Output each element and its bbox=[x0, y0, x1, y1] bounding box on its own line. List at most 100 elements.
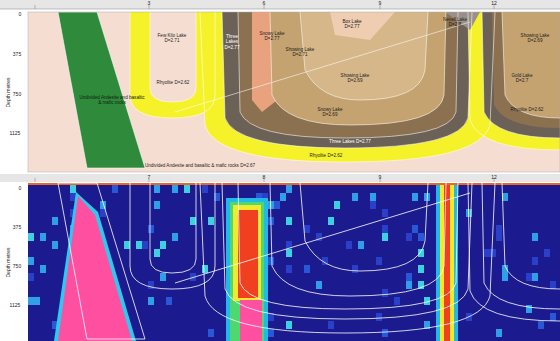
heat-cell bbox=[418, 233, 424, 241]
unit-label: Snowy Lake D=2.77 bbox=[257, 31, 287, 42]
unit-label: Three Lakes D=2.77 bbox=[329, 139, 371, 144]
rock-unit: Undivided Andesite and basaltic & mafic … bbox=[145, 163, 255, 168]
rock-unit: Gold Lake D=2.7 bbox=[505, 73, 539, 84]
rock-unit: Snowy Lake D=2.77 bbox=[257, 31, 287, 42]
heat-cell bbox=[148, 297, 154, 305]
heat-cell bbox=[412, 225, 418, 233]
heat-cell bbox=[148, 297, 154, 305]
axis-title: Depth metres bbox=[6, 77, 11, 107]
heat-cell bbox=[490, 249, 496, 257]
heat-cell bbox=[28, 233, 34, 241]
heat-cell bbox=[484, 249, 490, 257]
heat-cell bbox=[28, 297, 34, 305]
axis-tick: 9 bbox=[379, 175, 382, 180]
heat-cell bbox=[328, 217, 334, 225]
unit-label: Rhyolite D=2.62 bbox=[511, 107, 544, 112]
unit-label: Three Lakes D=2.77 bbox=[220, 34, 244, 50]
unit-label: Snowy Lake D=2.69 bbox=[310, 107, 350, 118]
rock-unit: Snowy Lake D=2.69 bbox=[310, 107, 350, 118]
unit-label: Undivided Andesite and basaltic & mafic … bbox=[79, 95, 145, 106]
heat-cell bbox=[190, 217, 196, 225]
heat-cell bbox=[346, 241, 352, 249]
heat-cell bbox=[424, 297, 430, 305]
heat-cell bbox=[526, 273, 532, 281]
heat-cell bbox=[154, 201, 160, 209]
heat-cell bbox=[376, 257, 382, 265]
heat-cell bbox=[406, 233, 412, 241]
axis-tick: 12 bbox=[491, 1, 497, 6]
heat-cell bbox=[184, 185, 190, 193]
heat-cell bbox=[550, 281, 556, 289]
heat-cell bbox=[352, 193, 358, 201]
heat-cell bbox=[154, 249, 160, 257]
heat-cell bbox=[370, 193, 376, 201]
unit-label: Gold Lake D=2.7 bbox=[505, 73, 539, 84]
heat-cell bbox=[268, 201, 274, 209]
axis-tick: 9 bbox=[379, 1, 382, 6]
heat-cell bbox=[316, 281, 322, 289]
heat-cell bbox=[268, 329, 274, 337]
rock-unit: Few Kilo Lake D=2.71 bbox=[152, 33, 192, 44]
heat-cell bbox=[304, 225, 310, 233]
heat-cell bbox=[202, 265, 208, 273]
rock-unit: Showing Lake D=2.69 bbox=[517, 33, 553, 44]
rock-unit: Three Lakes D=2.77 bbox=[220, 34, 244, 50]
heat-cell bbox=[70, 185, 76, 193]
heat-cell bbox=[418, 249, 424, 257]
heat-cell bbox=[550, 281, 556, 289]
heat-cell bbox=[112, 185, 118, 193]
heat-cell bbox=[268, 257, 274, 265]
heat-cell bbox=[412, 193, 418, 201]
rock-unit: Rhyolite D=2.62 bbox=[310, 153, 343, 158]
heat-cell bbox=[286, 217, 292, 225]
heat-cell bbox=[544, 249, 550, 257]
unit-label: Rhyolite D=2.62 bbox=[157, 80, 190, 85]
heat-cell bbox=[52, 217, 58, 225]
heat-cell bbox=[382, 209, 388, 217]
heat-cell bbox=[160, 273, 166, 281]
heat-cell bbox=[280, 193, 286, 201]
heat-cell bbox=[370, 201, 376, 209]
heat-cell bbox=[172, 233, 178, 241]
axis-tick: 1125 bbox=[10, 303, 21, 308]
axis-tick: 375 bbox=[13, 225, 21, 230]
axis-title: Depth metres bbox=[6, 247, 11, 277]
heat-cell bbox=[34, 297, 40, 305]
heat-cell bbox=[526, 305, 532, 313]
heat-cell bbox=[28, 273, 34, 281]
heat-cell bbox=[304, 265, 310, 273]
heat-cell bbox=[532, 233, 538, 241]
heat-cell bbox=[286, 321, 292, 329]
heat-cell bbox=[382, 289, 388, 297]
heat-cell bbox=[208, 329, 214, 337]
unit-label: Nevell Lake D=2.7 bbox=[440, 17, 470, 28]
heat-cell bbox=[532, 257, 538, 265]
heat-cell bbox=[160, 241, 166, 249]
heat-cell bbox=[166, 297, 172, 305]
heat-cell bbox=[274, 201, 280, 209]
heat-cell bbox=[40, 233, 46, 241]
unit-label: Box Lake D=2.77 bbox=[337, 19, 367, 30]
heat-cell bbox=[538, 321, 544, 329]
axis-tick: 3 bbox=[148, 1, 151, 6]
heat-cell bbox=[328, 321, 334, 329]
unit-label: Undivided Andesite and basaltic & mafic … bbox=[145, 163, 255, 168]
heat-cell bbox=[550, 313, 556, 321]
heat-cell bbox=[418, 265, 424, 273]
heat-cell bbox=[136, 241, 142, 249]
heat-cell bbox=[142, 241, 148, 249]
heat-cell bbox=[286, 249, 292, 257]
heat-cell bbox=[496, 225, 502, 233]
heat-cell bbox=[382, 329, 388, 337]
rock-unit: Undivided Andesite and basaltic & mafic … bbox=[79, 95, 145, 106]
unit-label: Showing Lake D=2.71 bbox=[283, 47, 317, 58]
heat-cell bbox=[406, 273, 412, 281]
unit-label: Showing Lake D=2.69 bbox=[517, 33, 553, 44]
heat-cell bbox=[394, 297, 400, 305]
heat-cell bbox=[352, 265, 358, 273]
rock-unit: Rhyolite D=2.62 bbox=[157, 80, 190, 85]
heat-cell bbox=[286, 249, 292, 257]
heat-cell bbox=[208, 217, 214, 225]
axis-tick: 6 bbox=[263, 1, 266, 6]
heat-cell bbox=[172, 185, 178, 193]
